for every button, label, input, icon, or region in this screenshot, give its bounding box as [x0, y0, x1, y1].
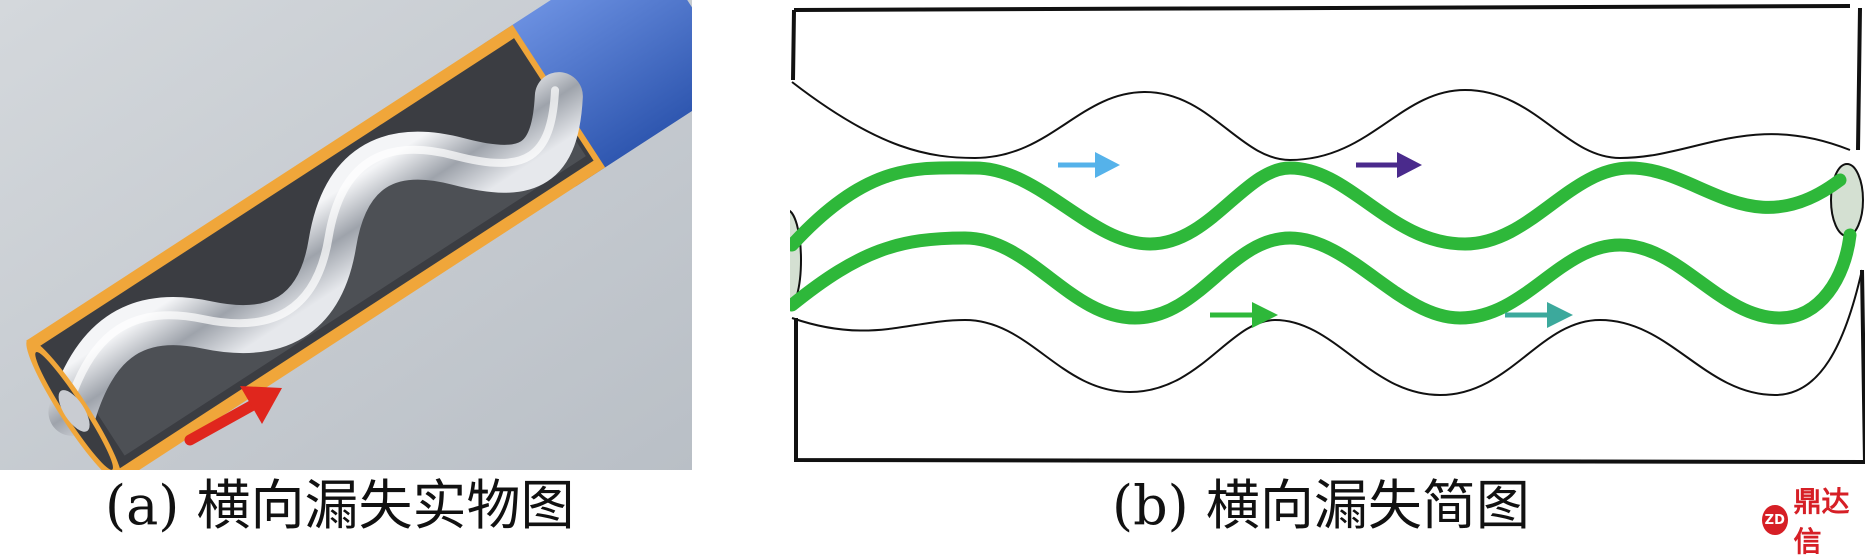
arrow-teal: [1505, 302, 1573, 328]
flow-arrow-head: [240, 386, 282, 424]
right-seal-ellipse: [1830, 163, 1864, 237]
arrow-purple: [1356, 152, 1422, 178]
rotor-helix: [48, 72, 583, 437]
upper-stator-boundary: [791, 81, 1851, 162]
pump-cutaway-illustration: [0, 0, 738, 484]
watermark-text: 鼎达信: [1793, 485, 1850, 558]
leakage-schematic: [772, 4, 1865, 464]
pump-frame: [791, 4, 1865, 464]
panel-b-schematic: [772, 0, 1865, 470]
caption-panel-b: (b) 横向漏失简图: [1112, 474, 1530, 537]
rotor-highlight: [64, 86, 560, 411]
leak-path-upper: [785, 161, 1847, 252]
panel-a-photo: [0, 0, 738, 484]
rotor-end: [58, 390, 90, 432]
arrow-light-blue: [1058, 152, 1120, 178]
watermark: ZD 鼎达信: [1762, 485, 1865, 558]
lower-stator-boundary: [791, 269, 1863, 397]
arrow-green: [1210, 302, 1278, 328]
watermark-logo-icon: ZD: [1762, 505, 1788, 535]
leak-path-lower: [785, 228, 1857, 325]
flow-arrow-shaft: [184, 394, 268, 446]
caption-panel-a: (a) 横向漏失实物图: [105, 474, 575, 537]
